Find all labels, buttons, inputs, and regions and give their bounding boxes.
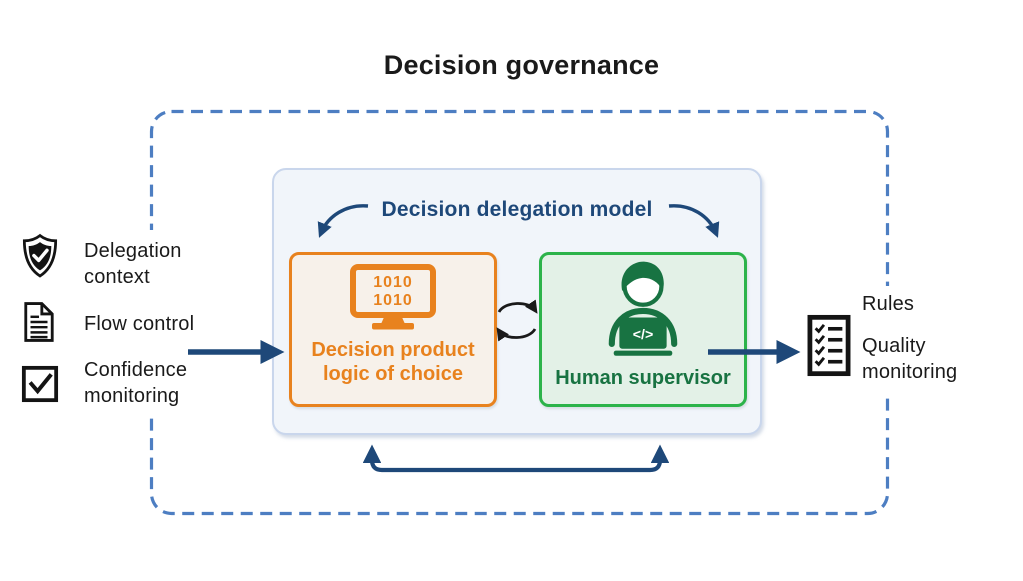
document-icon: [24, 302, 54, 342]
page-title: Decision governance: [383, 50, 660, 80]
monitor-code-line1: 1010: [373, 274, 413, 291]
output-label-rules: Rules: [862, 293, 915, 315]
shield-check-icon: [22, 233, 58, 278]
decision-product-label: Decision product logic of choice: [311, 338, 474, 387]
laptop-code-glyph: </>: [633, 327, 654, 343]
delegation-model-label: Decision delegation model: [381, 198, 653, 221]
input-label-delegation-context: Delegation context: [84, 240, 182, 288]
input-label-confidence-monitoring: Confidence monitoring: [84, 359, 188, 407]
output-label-quality-monitoring: Quality monitoring: [862, 335, 958, 383]
person-laptop-icon: </>: [608, 261, 678, 356]
human-supervisor-box: </> Human supervisor: [539, 252, 747, 407]
checklist-icon: [807, 314, 851, 377]
monitor-base: [372, 323, 414, 330]
decision-product-box: 1010 1010 Decision product logic of choi…: [289, 252, 497, 407]
checkbox-check-icon: [21, 365, 59, 403]
inputs-panel: Delegation context Flow control Confiden…: [14, 230, 232, 416]
delegation-model-container: Decision delegation model 1010 1010 Deci…: [272, 168, 762, 435]
monitor-binary-icon: 1010 1010: [350, 264, 436, 330]
monitor-code-line2: 1010: [373, 292, 413, 309]
human-supervisor-label: Human supervisor: [555, 367, 731, 389]
outputs-panel: Rules Quality monitoring: [798, 286, 996, 396]
decision-product-label-line1: Decision product: [311, 339, 475, 361]
input-label-flow-control: Flow control: [84, 313, 195, 335]
decision-product-label-line2: logic of choice: [322, 363, 463, 386]
monitor-stand: [381, 315, 405, 324]
